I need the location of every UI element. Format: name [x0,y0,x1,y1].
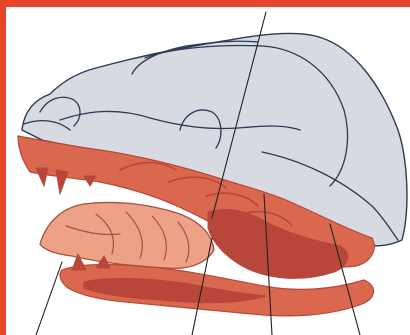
upper-tooth [36,168,48,186]
leader-line [36,262,62,335]
upper-tooth [56,170,68,194]
